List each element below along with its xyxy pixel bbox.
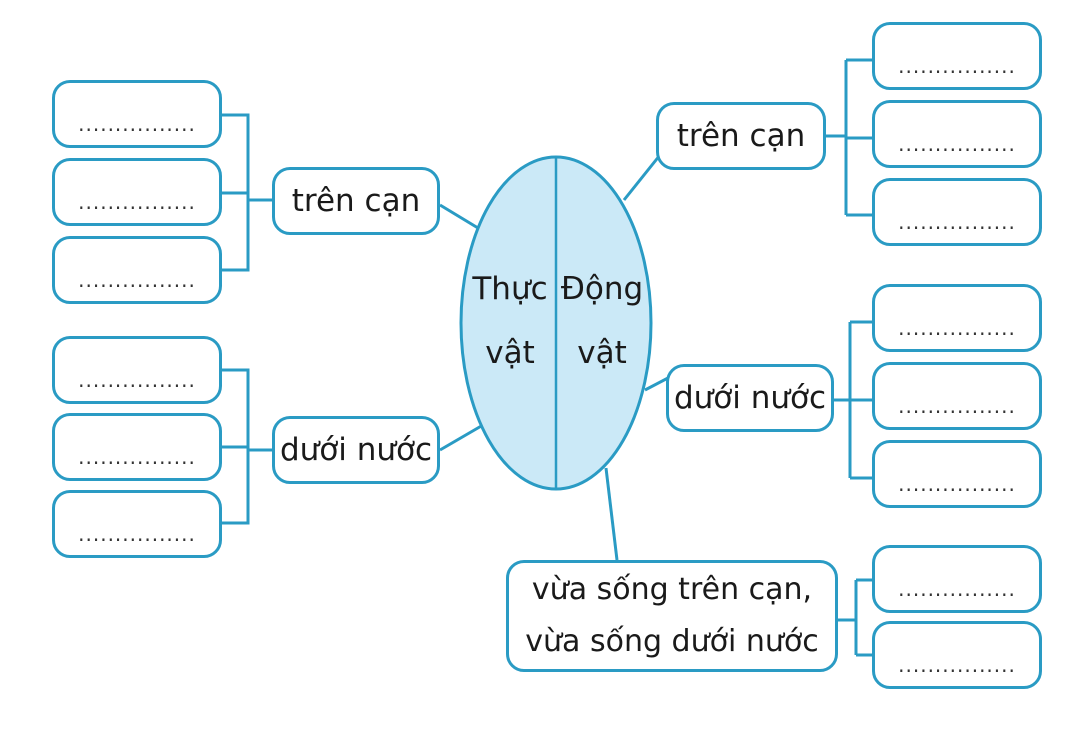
connector-center-animal-both [604,467,619,561]
blank-field-plant-water-1[interactable]: ................ [52,336,222,404]
center-left-line2: vật [485,335,535,371]
connector-plant-water-bracket [222,368,272,525]
connector-animal-water-bracket [834,320,872,480]
center-right-label: Động vật [558,257,646,385]
connector-animal-land-bracket [826,58,872,217]
blank-field-plant-water-3[interactable]: ................ [52,490,222,558]
connector-center-plant-land [439,203,479,230]
category-animal-land-label: trên cạn [676,118,806,154]
blank-field-plant-land-3[interactable]: ................ [52,236,222,304]
blank-field-animal-land-1[interactable]: ................ [872,22,1042,90]
blank-field-animal-land-2[interactable]: ................ [872,100,1042,168]
category-animal-water-label: dưới nước [673,380,827,416]
category-plant-water-label: dưới nước [279,432,433,468]
center-right-line1: Động [560,271,644,307]
blank-field-animal-water-3[interactable]: ................ [872,440,1042,508]
connector-center-animal-water [644,376,669,392]
blank-field-animal-water-1[interactable]: ................ [872,284,1042,352]
blank-field-animal-water-2[interactable]: ................ [872,362,1042,430]
category-plant-water: dưới nước [272,416,440,484]
center-left-line1: Thực [472,271,548,307]
connector-plant-land-bracket [222,113,272,272]
connector-animal-both-bracket [838,578,872,657]
blank-field-plant-land-2[interactable]: ................ [52,158,222,226]
blank-field-animal-land-3[interactable]: ................ [872,178,1042,246]
category-plant-land: trên cạn [272,167,440,235]
connector-center-plant-water [439,423,484,452]
blank-field-plant-water-2[interactable]: ................ [52,413,222,481]
category-animal-both-line2: vừa sống dưới nước [525,624,819,659]
category-animal-both-line1: vừa sống trên cạn, [531,572,813,607]
blank-field-animal-both-1[interactable]: ................ [872,545,1042,613]
blank-field-animal-both-2[interactable]: ................ [872,621,1042,689]
category-animal-water: dưới nước [666,364,834,432]
center-right-line2: vật [577,335,627,371]
center-left-label: Thực vật [470,257,550,385]
connector-center-animal-land [622,154,662,201]
category-animal-land: trên cạn [656,102,826,170]
category-animal-both: vừa sống trên cạn, vừa sống dưới nước [506,560,838,672]
category-plant-land-label: trên cạn [291,183,421,219]
blank-field-plant-land-1[interactable]: ................ [52,80,222,148]
